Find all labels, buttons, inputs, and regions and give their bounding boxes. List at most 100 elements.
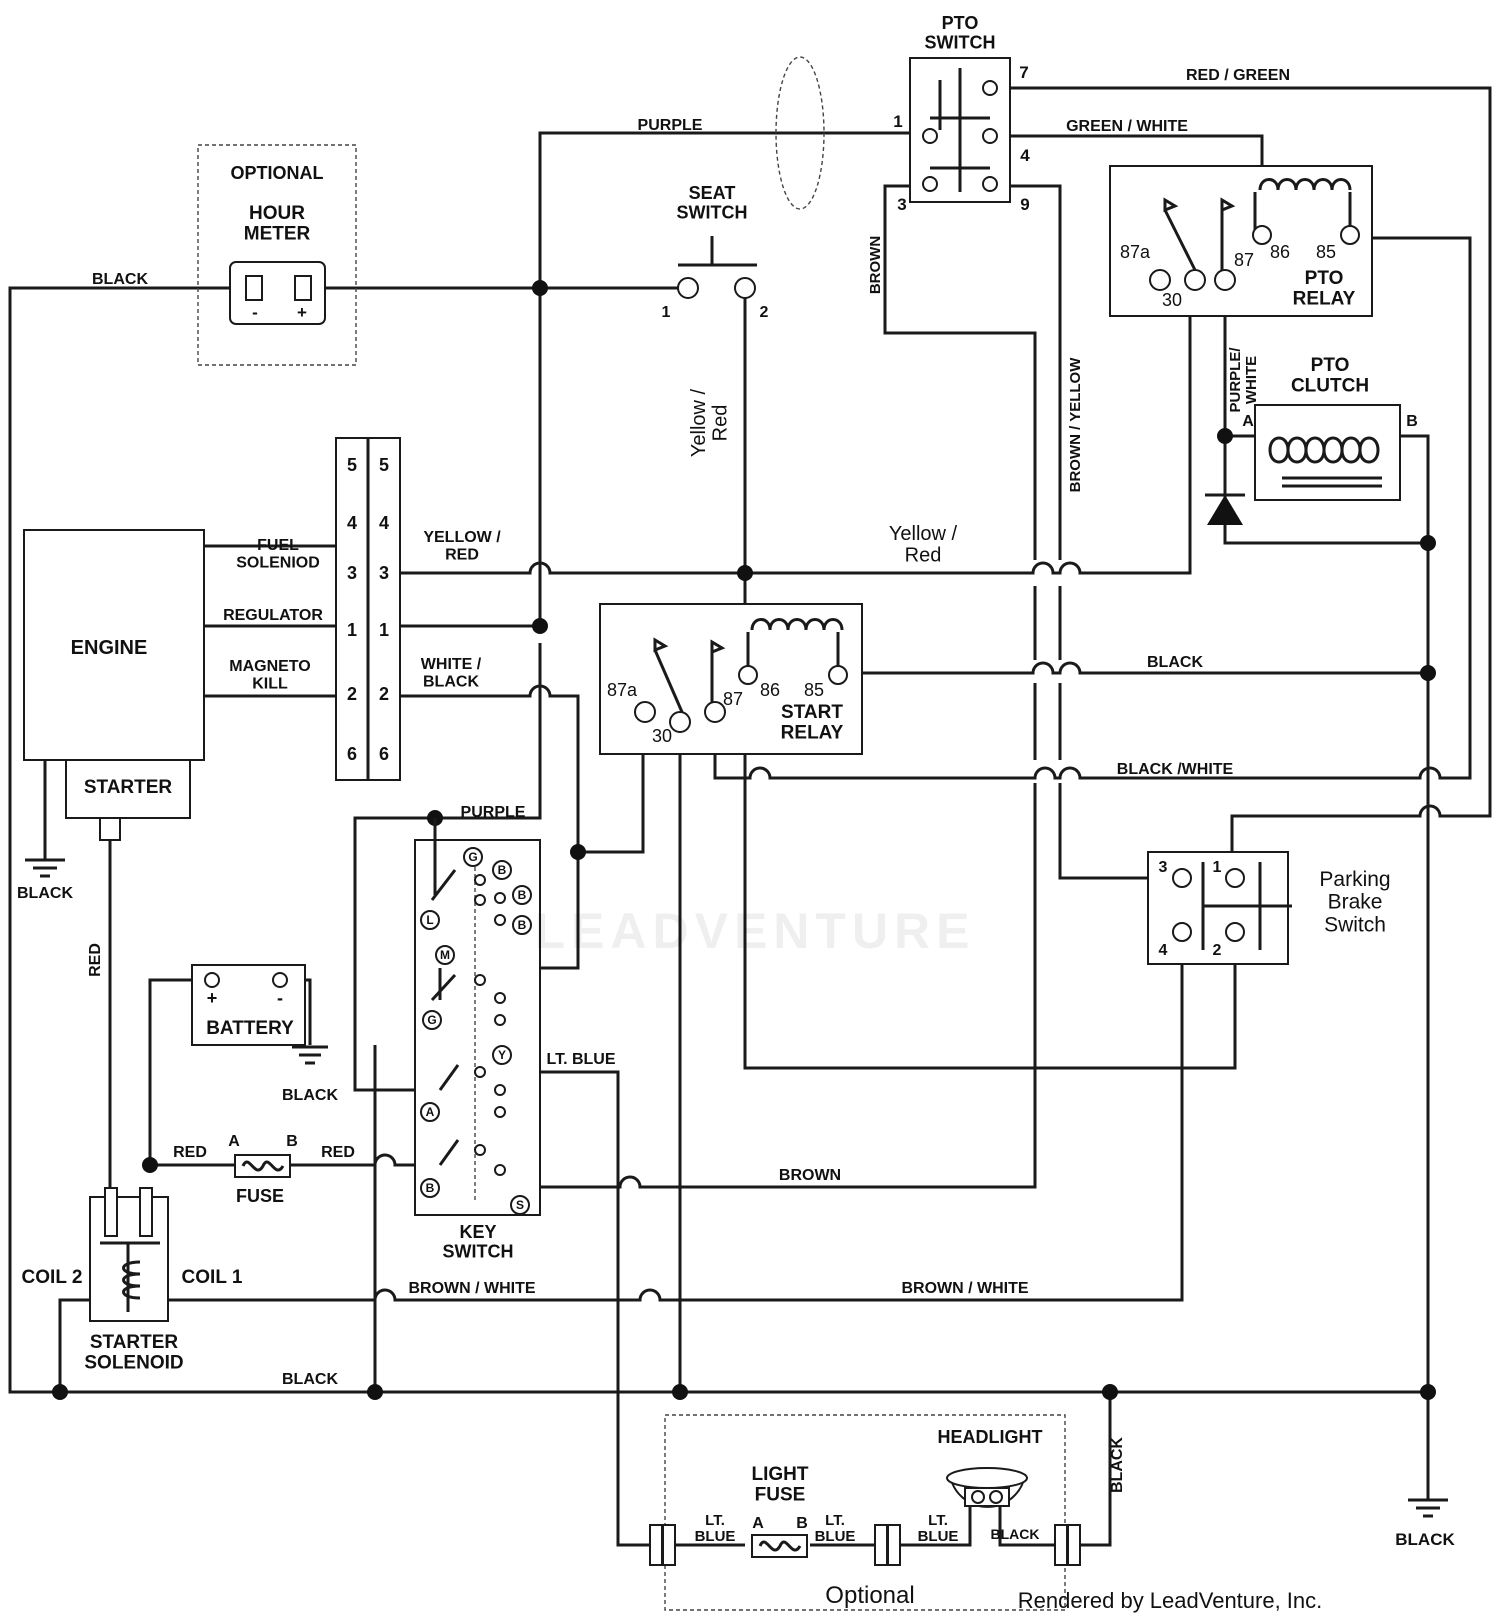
wire-brown-white-brake bbox=[143, 940, 1184, 1302]
pto-relay-terminal-30 bbox=[1184, 269, 1206, 291]
connector-pin-right-0: 5 bbox=[379, 455, 389, 475]
battery-label: BATTERY bbox=[206, 1018, 294, 1039]
starter-solenoid bbox=[89, 1187, 169, 1322]
wire-label-yellow-red-vert: Yellow /Red bbox=[688, 388, 732, 457]
wire-light-inner bbox=[675, 1505, 1055, 1547]
ground-icon bbox=[1408, 1498, 1448, 1518]
wire-label-lt-blue-3: LT.BLUE bbox=[918, 1512, 959, 1545]
wire-label-purple-key: PURPLE bbox=[461, 804, 526, 821]
wire-label-black-white: BLACK /WHITE bbox=[1117, 761, 1234, 778]
brake-terminal-3 bbox=[1172, 868, 1192, 888]
hour-meter bbox=[197, 144, 357, 366]
meter-pin-plus: + bbox=[297, 303, 307, 322]
key-pin-0: G bbox=[468, 850, 477, 864]
key-pin-1: B bbox=[498, 863, 507, 877]
wires bbox=[8, 86, 1492, 1547]
brake-pin-1: 1 bbox=[1213, 859, 1222, 876]
wire-label-yellow-red-conn: YELLOW /RED bbox=[423, 529, 501, 563]
key-terminal-m bbox=[435, 945, 455, 965]
wire-label-brown-pto: BROWN bbox=[867, 236, 884, 294]
pto-switch bbox=[909, 57, 1011, 203]
pto-pin-9: 9 bbox=[1020, 195, 1029, 214]
diode-icon bbox=[1205, 493, 1245, 525]
wire-label-brown-white-right: BROWN / WHITE bbox=[901, 1280, 1028, 1297]
connector-pin-left-1: 4 bbox=[347, 513, 357, 533]
coil1-label: COIL 1 bbox=[182, 1267, 243, 1288]
start-relay bbox=[599, 603, 863, 755]
junction-dot bbox=[142, 1157, 158, 1173]
key-pin-4: L bbox=[426, 913, 433, 927]
start-relay-pin-87a: 87a bbox=[607, 680, 638, 700]
battery-terminal-plus bbox=[204, 972, 220, 988]
pto-relay-pin-85: 85 bbox=[1316, 242, 1336, 262]
wire-brown-yellow bbox=[992, 184, 1175, 880]
wire-label-black-light: BLACK bbox=[1109, 1437, 1126, 1493]
harness-loop-marker bbox=[775, 56, 825, 210]
battery-pin-minus: - bbox=[277, 988, 283, 1008]
ground-icon bbox=[25, 858, 65, 878]
pto-relay-terminal-87 bbox=[1214, 269, 1236, 291]
wire-label-green-white: GREEN / WHITE bbox=[1066, 118, 1188, 135]
wire-brown-main bbox=[515, 586, 1037, 1189]
connector-pin-left-2: 3 bbox=[347, 563, 357, 583]
wire-label-yellow-red-mid: Yellow /Red bbox=[889, 523, 958, 567]
start-relay-pin-30: 30 bbox=[652, 726, 672, 746]
junction-dot bbox=[1217, 428, 1233, 444]
start-relay-pin-86: 86 bbox=[760, 680, 780, 700]
start-relay-terminal-87a bbox=[634, 701, 656, 723]
wire-label-purple-top: PURPLE bbox=[638, 117, 703, 134]
pto-relay-terminal-85 bbox=[1340, 225, 1360, 245]
pto-relay-pin-87a: 87a bbox=[1120, 242, 1151, 262]
pto-terminal-9 bbox=[982, 176, 998, 192]
fuse bbox=[234, 1154, 291, 1178]
wire-label-red-vert: RED bbox=[87, 943, 104, 977]
wire-label-red-green: RED / GREEN bbox=[1186, 67, 1290, 84]
pto-terminal-7 bbox=[982, 80, 998, 96]
key-terminal-b4 bbox=[420, 1178, 440, 1198]
key-terminal-y bbox=[492, 1045, 512, 1065]
key-switch bbox=[414, 818, 541, 1216]
pto-pin-4: 4 bbox=[1020, 146, 1030, 165]
battery-terminal-minus bbox=[272, 972, 288, 988]
key-pin-2: B bbox=[518, 888, 527, 902]
junction-dot bbox=[672, 1384, 688, 1400]
wire-label-lt-blue-1: LT.BLUE bbox=[695, 1512, 736, 1545]
key-pin-6: G bbox=[427, 1013, 436, 1027]
brake-terminal-1 bbox=[1225, 868, 1245, 888]
connector-pin-right-3: 1 bbox=[379, 620, 389, 640]
pto-terminal-1 bbox=[922, 128, 938, 144]
key-terminal-s bbox=[510, 1195, 530, 1215]
wire-clutch-diode-bot bbox=[1223, 525, 1428, 545]
fuse-pin-a: A bbox=[228, 1133, 240, 1150]
junction-dot bbox=[52, 1384, 68, 1400]
wire-purple-down2 bbox=[435, 643, 542, 820]
seat-pin-2: 2 bbox=[760, 304, 769, 321]
pto-relay-pin-30: 30 bbox=[1162, 290, 1182, 310]
start-relay-pin-87: 87 bbox=[723, 689, 743, 709]
ground-symbols bbox=[25, 858, 1448, 1518]
wire-label-black-top: BLACK bbox=[92, 271, 148, 288]
start-relay-terminal-30 bbox=[669, 711, 691, 733]
key-pin-8: A bbox=[426, 1105, 435, 1119]
wire-lt-blue bbox=[495, 1070, 650, 1547]
junction-dot bbox=[1420, 1384, 1436, 1400]
wire-label-purple-white: PURPLE/WHITE bbox=[1227, 347, 1260, 413]
key-terminal-g1 bbox=[463, 847, 483, 867]
clutch-pin-a: A bbox=[1242, 413, 1254, 430]
engine-connector bbox=[335, 437, 401, 781]
wire-label-brown-white-left: BROWN / WHITE bbox=[408, 1280, 535, 1297]
brake-terminal-2 bbox=[1225, 922, 1245, 942]
start-relay-terminal-86 bbox=[738, 665, 758, 685]
wire-label-brown-bottom: BROWN bbox=[779, 1167, 841, 1184]
wire-label-red-left: RED bbox=[173, 1144, 207, 1161]
pto-relay-terminal-86 bbox=[1252, 225, 1272, 245]
wire-label-lt-blue: LT. BLUE bbox=[546, 1051, 615, 1068]
key-pin-5: M bbox=[440, 948, 450, 962]
brake-pin-2: 2 bbox=[1213, 942, 1222, 959]
